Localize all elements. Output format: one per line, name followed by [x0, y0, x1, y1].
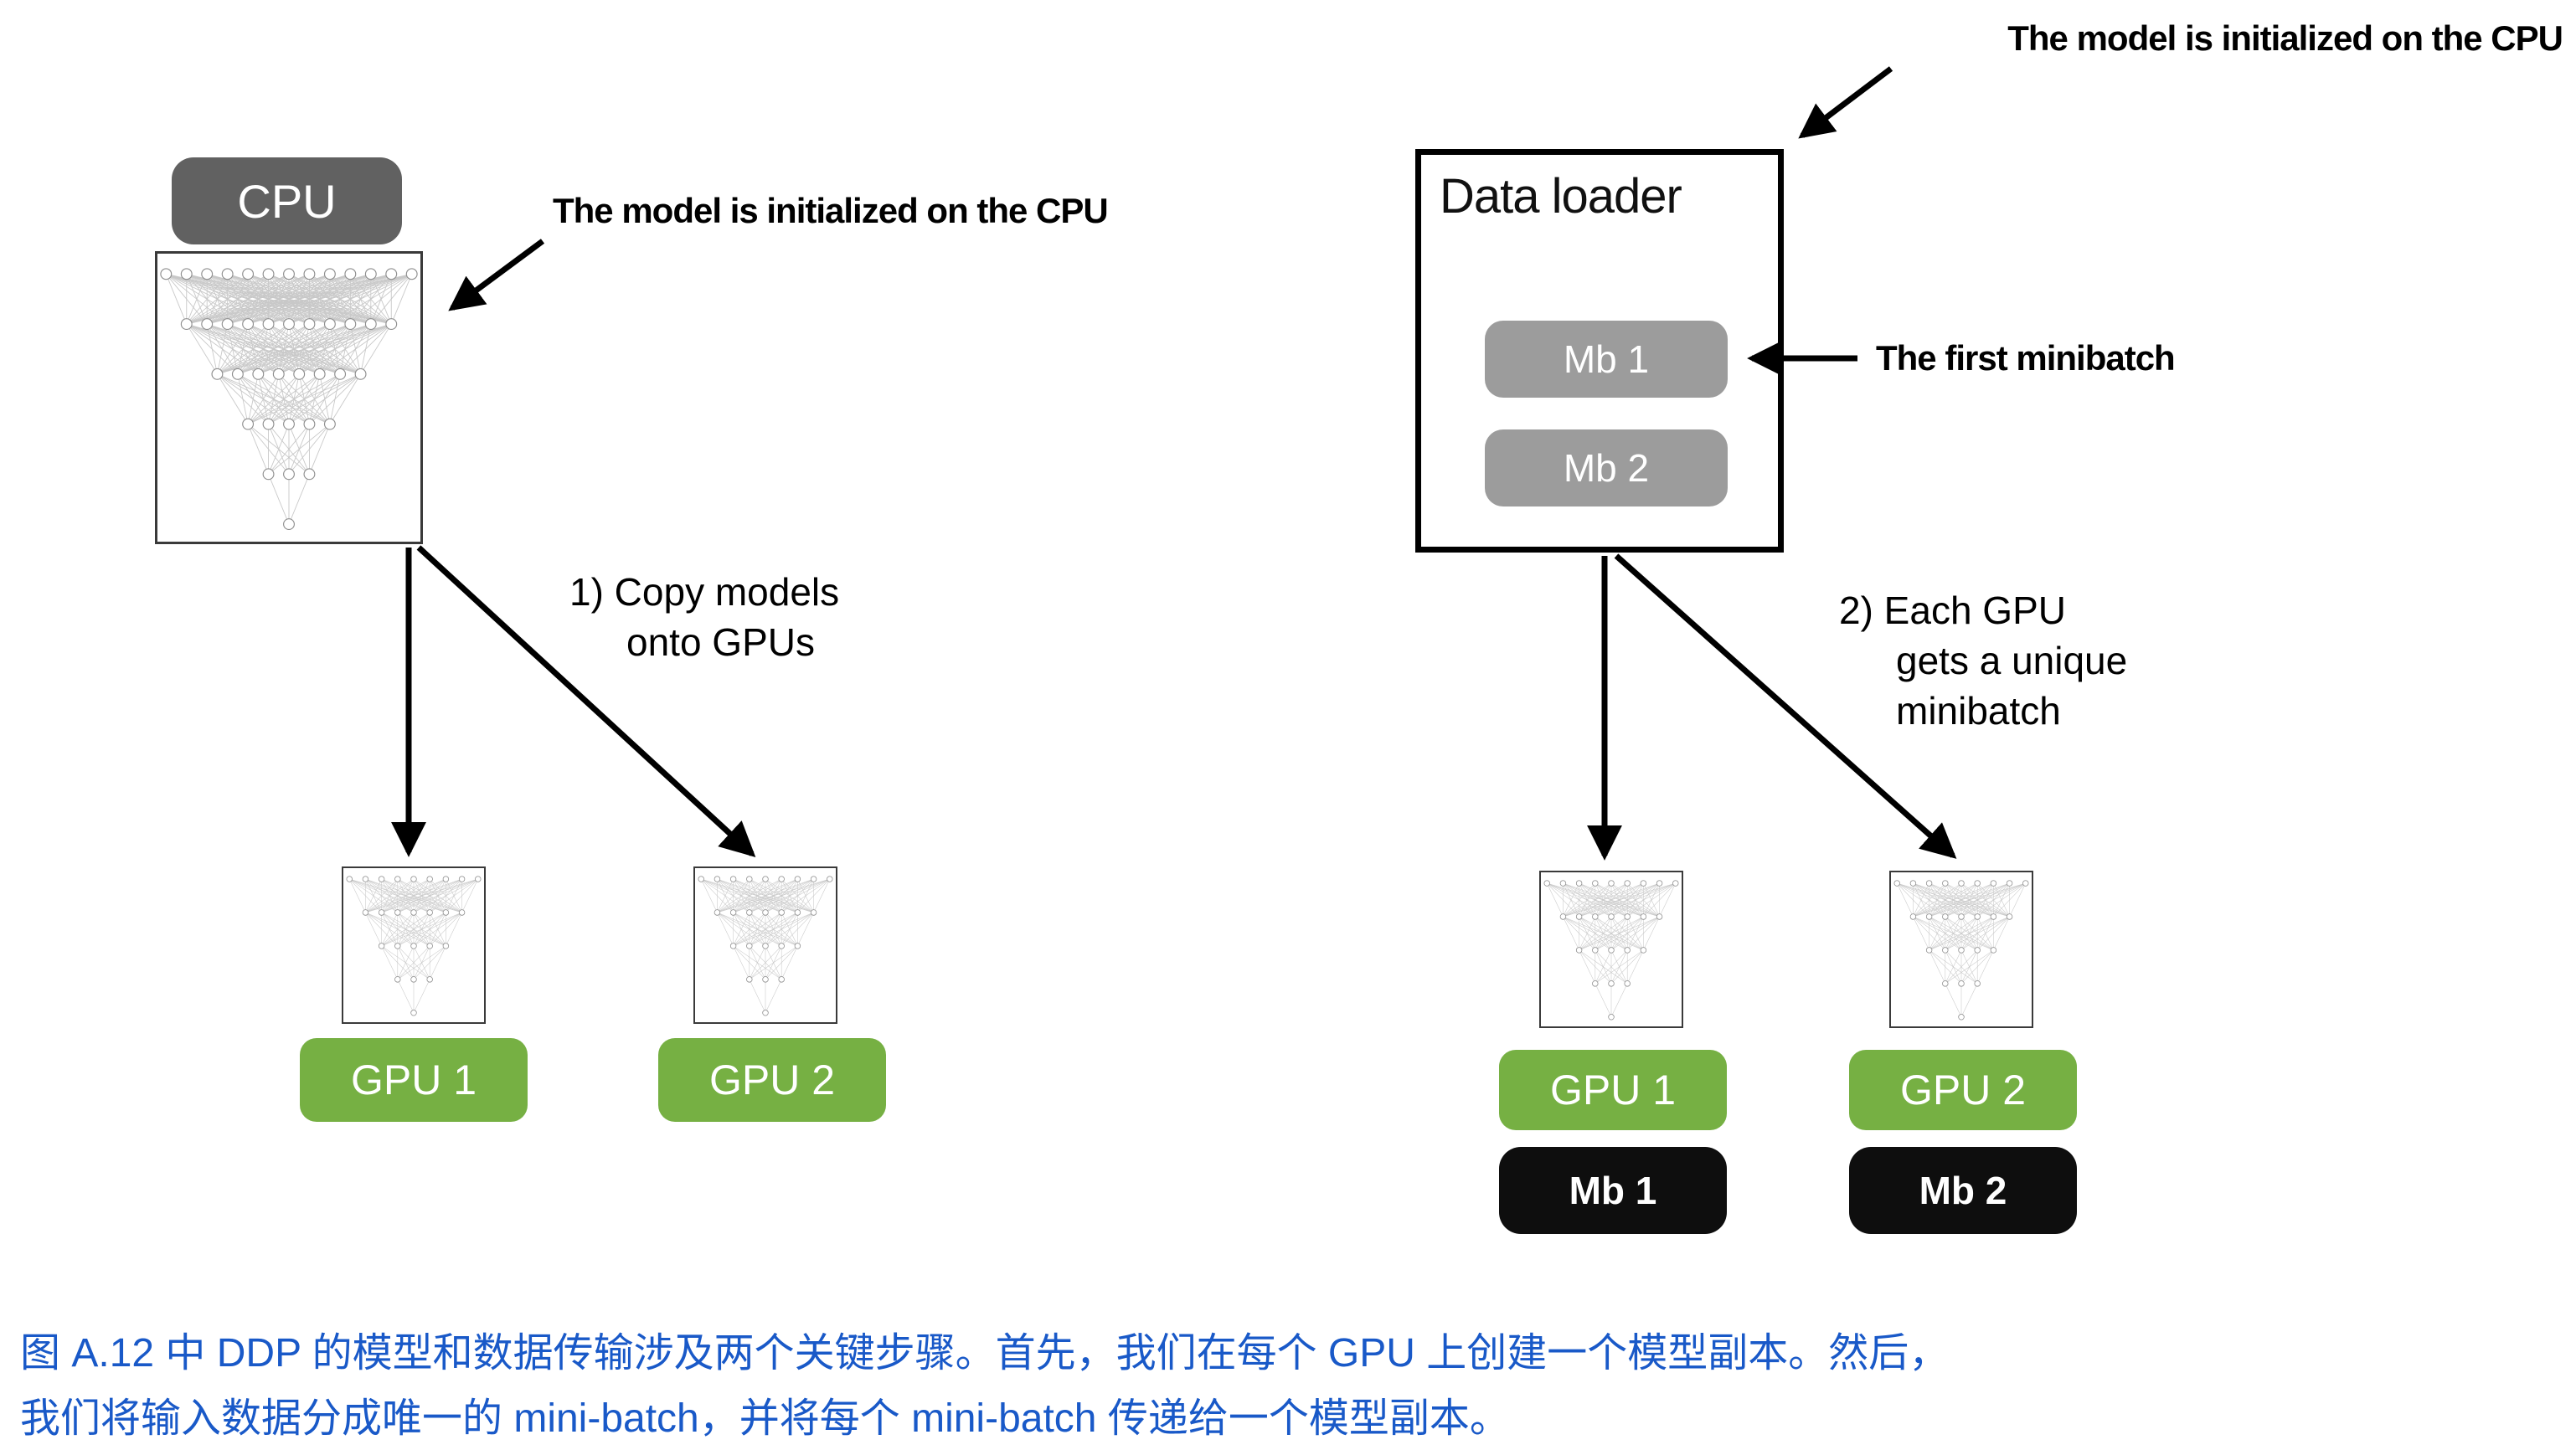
figure-caption: 图 A.12 中 DDP 的模型和数据传输涉及两个关键步骤。首先，我们在每个 G… — [20, 1321, 2566, 1450]
right-annotation: The model is initialized on the CPU — [2007, 18, 2563, 58]
neural-network-icon — [160, 268, 418, 531]
gpu2-minibatch-chip: Mb 2 — [1849, 1147, 2077, 1234]
gpu1-minibatch-chip: Mb 1 — [1499, 1147, 1727, 1234]
step2-label: 2) Each GPU gets a unique minibatch — [1839, 586, 2127, 736]
gpu2-model-box-left — [693, 866, 837, 1024]
gpu2-badge-right: GPU 2 — [1849, 1050, 2077, 1130]
gpu1-model-box-left — [342, 866, 486, 1024]
minibatch1-chip: Mb 1 — [1485, 321, 1728, 398]
caption-line2: 我们将输入数据分成唯一的 mini-batch，并将每个 mini-batch … — [20, 1396, 1510, 1441]
first-minibatch-annotation: The first minibatch — [1876, 338, 2176, 378]
cpu-model-box — [155, 251, 423, 544]
neural-network-icon — [346, 876, 482, 1016]
step1-line1: 1) Copy models — [569, 570, 840, 614]
gpu1-badge-right: GPU 1 — [1499, 1050, 1727, 1130]
left-annotation: The model is initialized on the CPU — [553, 191, 1109, 230]
left-annotation-arrow — [448, 239, 545, 311]
step1-line2: onto GPUs — [626, 620, 815, 664]
gpu1-badge-left: GPU 1 — [300, 1038, 528, 1122]
step1-label: 1) Copy models onto GPUs — [569, 568, 839, 668]
cpu-badge: CPU — [172, 157, 402, 244]
step2-line2: gets a unique — [1896, 638, 2128, 682]
minibatch2-chip: Mb 2 — [1485, 429, 1728, 506]
step2-line1: 2) Each GPU — [1839, 589, 2066, 632]
neural-network-icon — [1543, 880, 1679, 1021]
step2-line3: minibatch — [1896, 688, 2061, 733]
caption-line1: 图 A.12 中 DDP 的模型和数据传输涉及两个关键步骤。首先，我们在每个 G… — [20, 1331, 1950, 1375]
neural-network-icon — [1893, 880, 2029, 1021]
gpu1-model-box-right — [1539, 871, 1683, 1028]
data-loader-title: Data loader — [1440, 169, 1682, 224]
data-loader-box: Data loader Mb 1 Mb 2 — [1415, 149, 1784, 553]
gpu2-model-box-right — [1889, 871, 2033, 1028]
neural-network-icon — [698, 876, 833, 1016]
right-annotation-arrow — [1798, 66, 1893, 139]
gpu2-badge-left: GPU 2 — [658, 1038, 886, 1122]
